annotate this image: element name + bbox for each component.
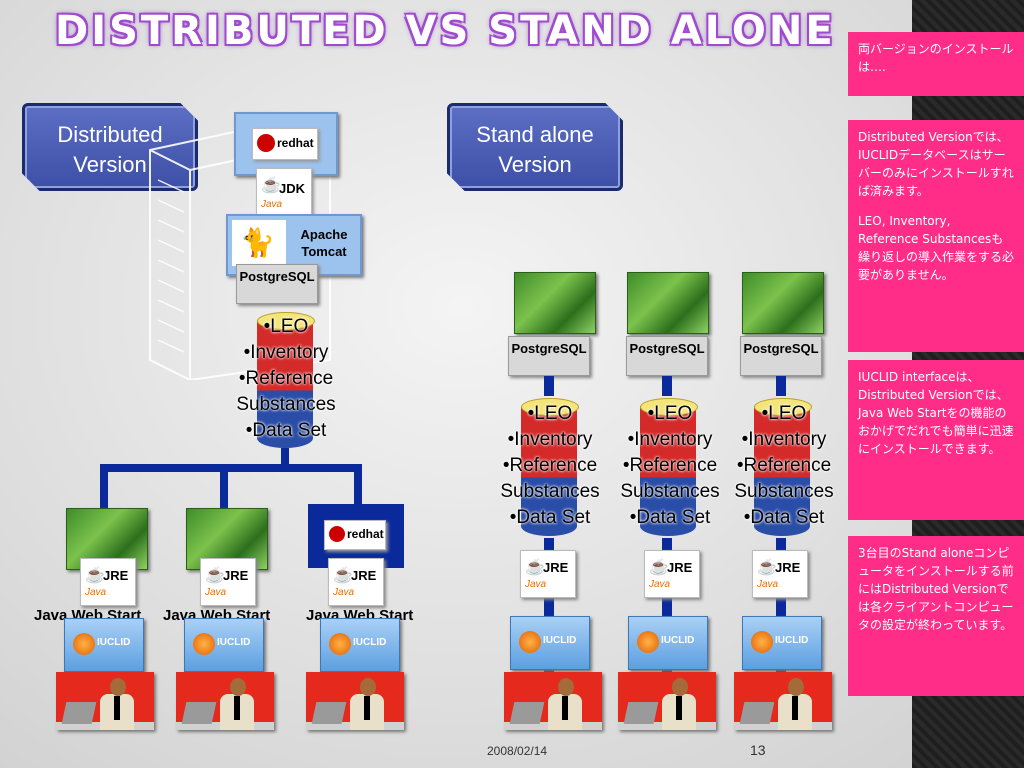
- java-cup-icon: ☕: [649, 559, 669, 576]
- java-cup-icon: ☕: [261, 177, 281, 194]
- standalone-2-database-icon: [640, 398, 698, 540]
- jdk-label: JDK: [279, 181, 306, 196]
- db-item-leo: •LEO: [647, 403, 693, 424]
- db-item-leo: •LEO: [527, 403, 573, 424]
- standalone-version-banner: Stand alone Version: [447, 103, 623, 191]
- db-item-reference: •Reference: [502, 455, 598, 476]
- client-3-user-image: [306, 672, 404, 730]
- side-note-intro: 両バージョンのインストールは….: [848, 32, 1024, 96]
- connector-trunk: [281, 448, 289, 470]
- client-2-jre-logo: ☕ JRE Java: [200, 558, 256, 606]
- standalone-3-jre-logo: ☕ JRE Java: [752, 550, 808, 598]
- standalone-3-database-icon: [754, 398, 812, 540]
- side-note-standalone-setup: 3台目のStand aloneコンピュータをインストールする前にはDistrib…: [848, 536, 1024, 696]
- standalone-2-connector-bottom: [662, 538, 672, 678]
- jdk-logo: ☕ JDK Java: [256, 168, 312, 216]
- connector-branch-1: [100, 464, 108, 514]
- redhat-logo: redhat: [252, 128, 318, 160]
- standalone-1-connector-top: [544, 376, 554, 396]
- client-3-redhat-logo: redhat: [324, 520, 386, 550]
- standalone-1-jre-logo: ☕ JRE Java: [520, 550, 576, 598]
- redhat-hat-icon: [329, 526, 345, 542]
- server-postgres-label: PostgreSQL: [236, 264, 318, 304]
- side-note-java-web-start: IUCLID interfaceは、Distributed Versionでは、…: [848, 360, 1024, 520]
- db-item-substances: Substances: [500, 481, 600, 502]
- java-cup-icon: ☕: [85, 567, 105, 584]
- db-item-dataset: •Data Set: [743, 507, 825, 528]
- server-db-contents: •LEO •Inventory •Reference Substances •D…: [222, 314, 350, 444]
- client-3-redhat-box: redhat: [308, 504, 404, 568]
- footer-date: 2008/02/14: [487, 744, 548, 758]
- db-item-dataset: •Data Set: [245, 420, 327, 441]
- java-cup-icon: ☕: [333, 567, 353, 584]
- side-note-distributed-db: Distributed Versionでは、IUCLIDデータベースはサーバーの…: [848, 120, 1024, 352]
- iuclid-logo-icon: [73, 633, 95, 655]
- standalone-1-connector-bottom: [544, 538, 554, 678]
- iuclid-logo-icon: [193, 633, 215, 655]
- iuclid-logo-icon: [329, 633, 351, 655]
- tomcat-cat-icon: 🐈: [240, 226, 275, 259]
- tomcat-logo: 🐈: [232, 220, 286, 266]
- page-number: 13: [750, 742, 766, 758]
- standalone-3-postgres-label: PostgreSQL: [740, 336, 822, 376]
- connector-branch-3: [354, 464, 362, 508]
- server-database-icon: [257, 312, 315, 452]
- standalone-2-desktop: [627, 272, 709, 334]
- client-3-iuclid-tile: IUCLID: [320, 618, 400, 672]
- page-title: DISTRIBUTED VS STAND ALONE: [55, 8, 836, 54]
- redhat-server-tile: redhat: [234, 112, 338, 176]
- client-2-iuclid-tile: IUCLID: [184, 618, 264, 672]
- standalone-3-connector-top: [776, 376, 786, 396]
- client-1-iuclid-tile: IUCLID: [64, 618, 144, 672]
- standalone-2-connector-top: [662, 376, 672, 396]
- standalone-3-db-contents: •LEO •Inventory •Reference Substances •D…: [722, 401, 846, 531]
- db-item-substances: Substances: [734, 481, 834, 502]
- db-item-inventory: •Inventory: [741, 429, 827, 450]
- standalone-1-postgres-label: PostgreSQL: [508, 336, 590, 376]
- iuclid-logo-icon: [637, 631, 659, 653]
- iuclid-logo-icon: [519, 631, 541, 653]
- standalone-2-user-image: [618, 672, 716, 730]
- db-item-reference: •Reference: [736, 455, 832, 476]
- standalone-2-postgres-label: PostgreSQL: [626, 336, 708, 376]
- standalone-2-jre-logo: ☕ JRE Java: [644, 550, 700, 598]
- client-3-jre-logo: ☕ JRE Java: [328, 558, 384, 606]
- standalone-1-iuclid-tile: IUCLID: [510, 616, 590, 670]
- db-item-leo: •LEO: [263, 316, 309, 337]
- standalone-3-desktop: [742, 272, 824, 334]
- client-2-user-image: [176, 672, 274, 730]
- standalone-2-iuclid-tile: IUCLID: [628, 616, 708, 670]
- db-item-substances: Substances: [236, 394, 336, 415]
- standalone-3-iuclid-tile: IUCLID: [742, 616, 822, 670]
- standalone-1-desktop: [514, 272, 596, 334]
- connector-branch-2: [220, 464, 228, 514]
- db-item-dataset: •Data Set: [629, 507, 711, 528]
- db-item-reference: •Reference: [622, 455, 718, 476]
- java-cup-icon: ☕: [757, 559, 777, 576]
- db-item-dataset: •Data Set: [509, 507, 591, 528]
- standalone-1-user-image: [504, 672, 602, 730]
- standalone-1-database-icon: [521, 398, 579, 540]
- db-item-reference: •Reference: [238, 368, 334, 389]
- standalone-2-db-contents: •LEO •Inventory •Reference Substances •D…: [608, 401, 732, 531]
- db-item-inventory: •Inventory: [507, 429, 593, 450]
- db-item-substances: Substances: [620, 481, 720, 502]
- connector-bus: [100, 464, 362, 472]
- db-item-inventory: •Inventory: [243, 342, 329, 363]
- iuclid-logo-icon: [751, 631, 773, 653]
- client-1-jre-logo: ☕ JRE Java: [80, 558, 136, 606]
- standalone-3-connector-bottom: [776, 538, 786, 678]
- java-cup-icon: ☕: [205, 567, 225, 584]
- redhat-hat-icon: [257, 134, 275, 152]
- tomcat-label: Apache Tomcat: [300, 227, 348, 259]
- db-item-inventory: •Inventory: [627, 429, 713, 450]
- client-1-user-image: [56, 672, 154, 730]
- db-item-leo: •LEO: [761, 403, 807, 424]
- java-cup-icon: ☕: [525, 559, 545, 576]
- standalone-3-user-image: [734, 672, 832, 730]
- standalone-1-db-contents: •LEO •Inventory •Reference Substances •D…: [488, 401, 612, 531]
